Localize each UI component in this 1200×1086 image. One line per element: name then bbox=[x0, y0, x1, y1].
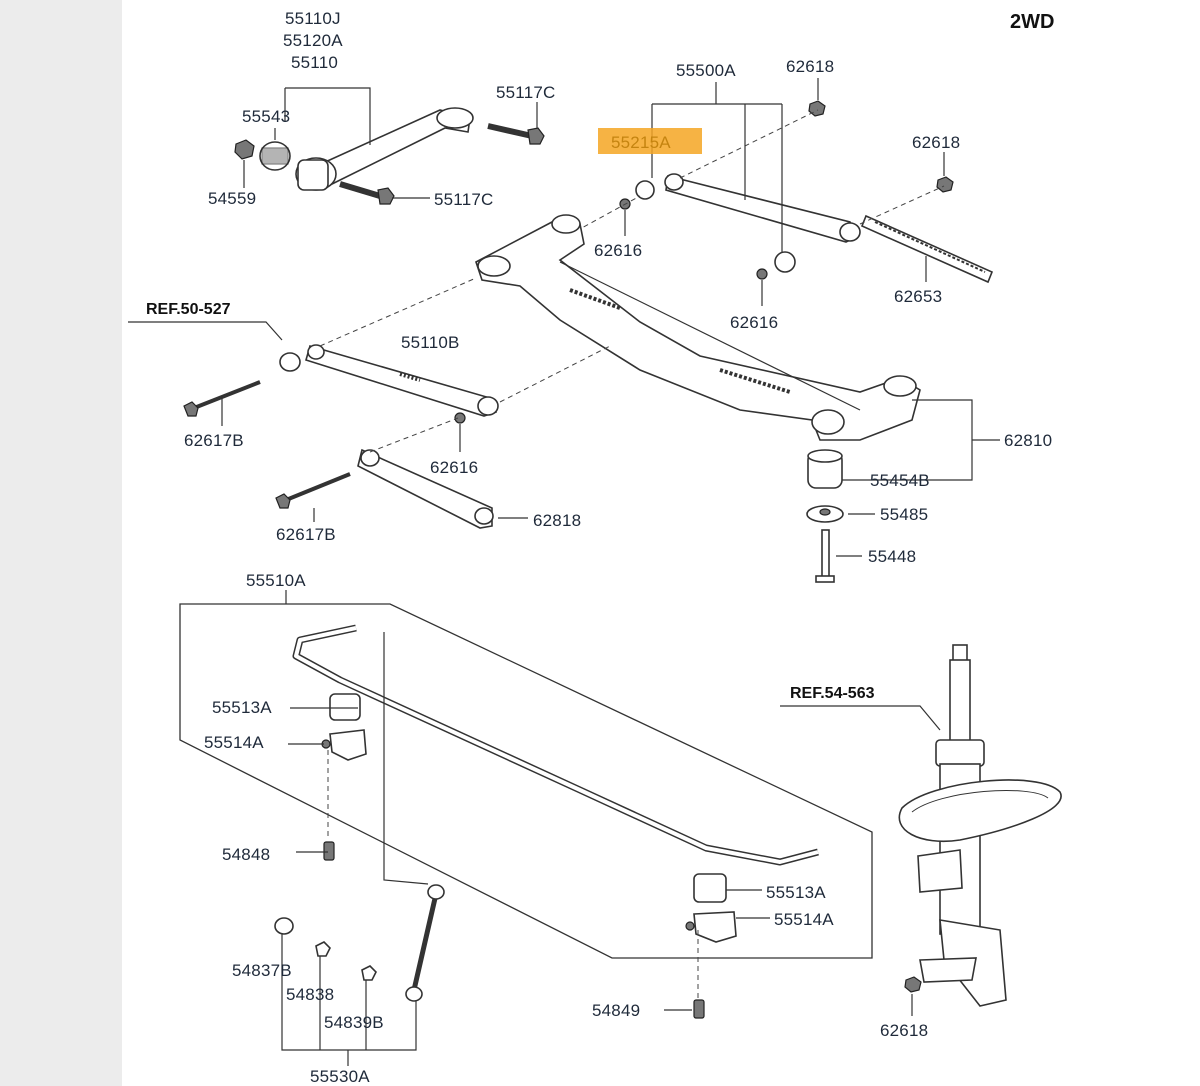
dash-line-5 bbox=[369, 417, 459, 453]
label-55485[interactable]: 55485 bbox=[880, 505, 928, 524]
bushing-55215A[interactable] bbox=[635, 180, 655, 200]
label-54837B[interactable]: 54837B bbox=[232, 961, 292, 980]
label-55448[interactable]: 55448 bbox=[868, 547, 916, 566]
label-62618-right[interactable]: 62618 bbox=[912, 133, 960, 152]
label-55117C-top[interactable]: 55117C bbox=[496, 83, 556, 102]
label-54848[interactable]: 54848 bbox=[222, 845, 270, 864]
washer-54838[interactable] bbox=[315, 941, 331, 957]
bracket-55514A-b[interactable] bbox=[685, 911, 737, 943]
bushing-55513A-a[interactable] bbox=[329, 693, 361, 721]
label-55510A[interactable]: 55510A bbox=[246, 571, 306, 590]
label-55120A[interactable]: 55120A bbox=[283, 31, 343, 50]
leader-ref-50-527 bbox=[128, 321, 283, 341]
label-62618-top[interactable]: 62618 bbox=[786, 57, 834, 76]
label-55110J[interactable]: 55110J bbox=[285, 9, 341, 28]
stabilizer-link-55530A[interactable] bbox=[405, 884, 445, 1002]
label-55543[interactable]: 55543 bbox=[242, 107, 290, 126]
leader-stabilizer-link bbox=[383, 632, 429, 885]
label-62818[interactable]: 62818 bbox=[533, 511, 581, 530]
bushing-55513A-b[interactable] bbox=[693, 873, 727, 903]
leader-55530A bbox=[281, 934, 417, 1066]
label-54559[interactable]: 54559 bbox=[208, 189, 256, 208]
highlight-55215A bbox=[598, 128, 702, 154]
label-62616-c[interactable]: 62616 bbox=[430, 458, 478, 477]
label-62617B-a[interactable]: 62617B bbox=[184, 431, 244, 450]
label-54839B[interactable]: 54839B bbox=[324, 1013, 384, 1032]
label-54838[interactable]: 54838 bbox=[286, 985, 334, 1004]
bushing-ref-50-527[interactable] bbox=[279, 352, 301, 372]
label-62810[interactable]: 62810 bbox=[1004, 431, 1052, 450]
bolt-55117C-mid[interactable] bbox=[339, 181, 395, 205]
dash-line-7 bbox=[327, 750, 699, 998]
nut-62618-right[interactable] bbox=[936, 176, 954, 193]
label-62616-a[interactable]: 62616 bbox=[594, 241, 642, 260]
bolt-55448[interactable] bbox=[815, 529, 835, 583]
washer-54839B[interactable] bbox=[361, 965, 377, 981]
leader-62810 bbox=[842, 399, 1000, 481]
label-54849[interactable]: 54849 bbox=[592, 1001, 640, 1020]
nut-62618-bottom[interactable] bbox=[904, 976, 922, 993]
leader-55500A bbox=[651, 82, 783, 252]
crossmember-62810[interactable] bbox=[475, 214, 921, 441]
brace-62653[interactable] bbox=[860, 214, 994, 284]
label-62618-bottom[interactable]: 62618 bbox=[880, 1021, 928, 1040]
label-62616-b[interactable]: 62616 bbox=[730, 313, 778, 332]
label-55513A-a[interactable]: 55513A bbox=[212, 698, 272, 717]
label-62653[interactable]: 62653 bbox=[894, 287, 942, 306]
arm-assembly-55110[interactable] bbox=[295, 107, 474, 191]
bushing-55543[interactable] bbox=[259, 141, 291, 171]
bushing-55454B[interactable] bbox=[807, 449, 843, 489]
strut-assembly[interactable] bbox=[898, 644, 1062, 1007]
label-55513A-b[interactable]: 55513A bbox=[766, 883, 826, 902]
label-62617B-b[interactable]: 62617B bbox=[276, 525, 336, 544]
bolt-55117C-top[interactable] bbox=[487, 123, 545, 145]
ref-54-563[interactable]: REF.54-563 bbox=[790, 685, 875, 702]
leader-55110 bbox=[284, 87, 371, 145]
label-55110[interactable]: 55110 bbox=[291, 53, 338, 72]
dash-line-1 bbox=[679, 109, 819, 179]
bracket-55514A-a[interactable] bbox=[321, 729, 367, 761]
label-55514A-b[interactable]: 55514A bbox=[774, 910, 834, 929]
nut-54559[interactable] bbox=[234, 139, 255, 160]
stabilizer-bar[interactable] bbox=[292, 624, 819, 866]
diagram-title: 2WD bbox=[1010, 11, 1054, 33]
bushing-55500A-rear[interactable] bbox=[774, 251, 796, 273]
leader-ref-54-563 bbox=[780, 705, 941, 731]
washer-62616-b[interactable] bbox=[756, 268, 768, 280]
label-55215A[interactable]: 55215A bbox=[611, 133, 671, 152]
label-55500A[interactable]: 55500A bbox=[676, 61, 736, 80]
bolt-54849[interactable] bbox=[693, 999, 705, 1019]
dash-line-6 bbox=[499, 345, 611, 403]
stabilizer-group-box bbox=[179, 603, 873, 959]
washer-55485[interactable] bbox=[806, 505, 844, 523]
arm-55110B[interactable] bbox=[305, 344, 499, 417]
bolt-62617B-a[interactable] bbox=[183, 380, 261, 417]
dash-line-3 bbox=[559, 195, 641, 241]
label-55117C-mid[interactable]: 55117C bbox=[434, 190, 494, 209]
bolt-62617B-b[interactable] bbox=[275, 472, 351, 509]
nut-54837B[interactable] bbox=[274, 917, 294, 935]
label-55454B[interactable]: 55454B bbox=[870, 471, 930, 490]
ref-50-527[interactable]: REF.50-527 bbox=[146, 301, 231, 318]
washer-62616-c[interactable] bbox=[454, 412, 466, 424]
dash-line-2 bbox=[859, 185, 945, 225]
bolt-54848[interactable] bbox=[323, 841, 335, 861]
label-55110B[interactable]: 55110B bbox=[401, 333, 460, 352]
dash-line-4 bbox=[319, 277, 477, 347]
link-62818[interactable] bbox=[357, 448, 494, 529]
arm-55500A[interactable] bbox=[664, 173, 861, 243]
label-55530A[interactable]: 55530A bbox=[310, 1067, 370, 1086]
label-55514A-a[interactable]: 55514A bbox=[204, 733, 264, 752]
